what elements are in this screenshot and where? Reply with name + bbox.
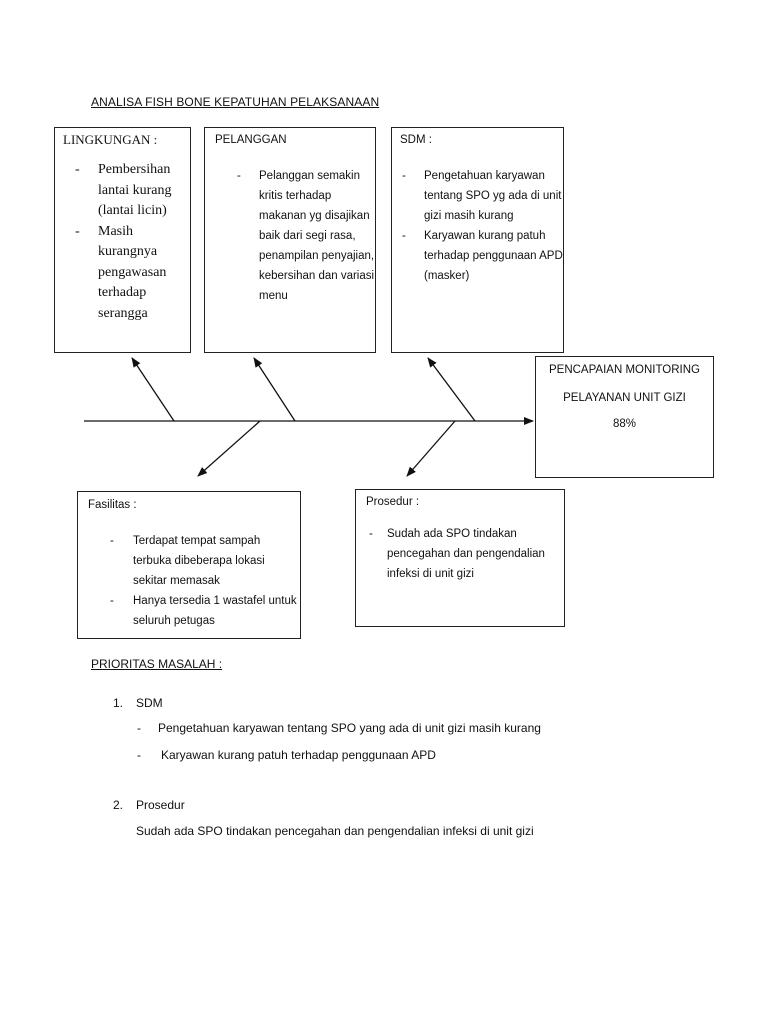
result-box: PENCAPAIAN MONITORING PELAYANAN UNIT GIZ… [535,356,714,478]
bullet-dash: - [137,721,141,735]
fasilitas-box: Fasilitas : Terdapat tempat sampah terbu… [77,491,301,639]
prosedur-item: Sudah ada SPO tindakan pencegahan dan pe… [366,524,564,584]
prosedur-box: Prosedur : Sudah ada SPO tindakan penceg… [355,489,565,627]
bone-pelanggan [253,357,296,422]
priority-number: 1. [113,696,124,710]
pelanggan-box: PELANGGAN Pelanggan semakin kritis terha… [204,127,376,353]
priority-point: Karyawan kurang patuh terhadap penggunaa… [161,748,436,762]
sdm-heading: SDM : [400,134,432,146]
bullet-dash: - [137,748,141,762]
bone-lingkungan [131,357,175,422]
fasilitas-item: Hanya tersedia 1 wastafel untuk seluruh … [88,591,300,631]
result-value: 88% [612,418,637,430]
sdm-box: SDM : Pengetahuan karyawan tentang SPO y… [391,127,564,353]
lingkungan-item: Masih kurangnya pengawasan terhadap sera… [63,222,190,325]
pelanggan-item: Pelanggan semakin kritis terhadap makana… [215,166,375,306]
lingkungan-heading: LINGKUNGAN : [63,132,158,147]
bone-sdm [427,357,476,422]
bone-fasilitas [197,420,261,477]
pelanggan-heading: PELANGGAN [215,134,287,146]
sdm-item: Karyawan kurang patuh terhadap penggunaa… [400,226,563,286]
lingkungan-box: LINGKUNGAN : Pembersihan lantai kurang (… [54,127,191,353]
sdm-item: Pengetahuan karyawan tentang SPO yg ada … [400,166,563,226]
priority-number: 2. [113,798,124,812]
bone-prosedur [406,420,456,477]
lingkungan-item: Pembersihan lantai kurang (lantai licin) [63,160,190,222]
priority-point: Pengetahuan karyawan tentang SPO yang ad… [158,721,541,735]
page-title: ANALISA FISH BONE KEPATUHAN PELAKSANAAN [91,95,380,109]
prosedur-heading: Prosedur : [366,496,420,508]
fasilitas-heading: Fasilitas : [88,499,137,511]
priority-text: Sudah ada SPO tindakan pencegahan dan pe… [136,824,534,838]
priorities-title: PRIORITAS MASALAH : [91,657,223,671]
priority-label: SDM [136,696,163,710]
result-line-2: PELAYANAN UNIT GIZI [563,392,686,404]
result-line-1: PENCAPAIAN MONITORING [548,364,700,376]
priority-label: Prosedur [136,798,185,812]
fasilitas-item: Terdapat tempat sampah terbuka dibeberap… [88,531,300,591]
